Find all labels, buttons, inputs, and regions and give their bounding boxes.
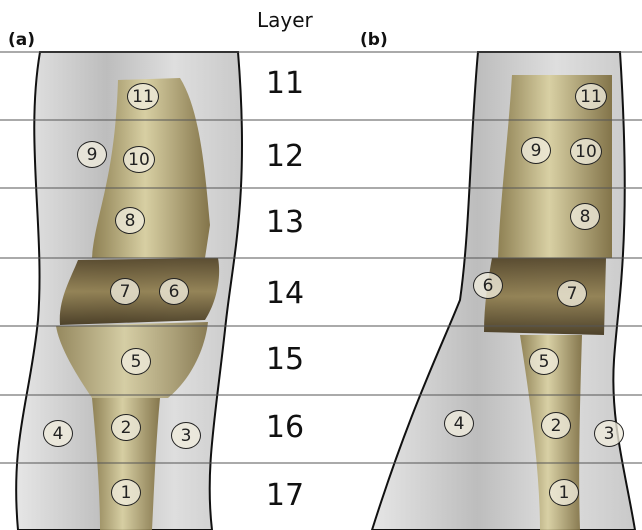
marker-b-11: 11 [575, 83, 607, 110]
marker-a-5: 5 [121, 348, 151, 375]
layer-label-15: 15 [245, 342, 325, 377]
layer-header: Layer [257, 8, 313, 32]
elbow-joint-b [484, 258, 606, 335]
panel-label-a: (a) [8, 30, 35, 50]
layer-label-16: 16 [245, 410, 325, 445]
marker-a-10: 10 [123, 146, 155, 173]
marker-b-5: 5 [529, 348, 559, 375]
marker-a-6: 6 [159, 278, 189, 305]
layer-label-14: 14 [245, 276, 325, 311]
marker-a-11: 11 [127, 83, 159, 110]
marker-b-8: 8 [570, 203, 600, 230]
marker-b-7: 7 [557, 280, 587, 307]
marker-b-10: 10 [570, 138, 602, 165]
layer-label-11: 11 [245, 66, 325, 101]
marker-b-2: 2 [541, 412, 571, 439]
marker-a-1: 1 [111, 479, 141, 506]
marker-b-1: 1 [549, 479, 579, 506]
marker-b-9: 9 [521, 137, 551, 164]
marker-a-8: 8 [115, 207, 145, 234]
layer-label-17: 17 [245, 478, 325, 513]
marker-a-9: 9 [77, 141, 107, 168]
layer-label-12: 12 [245, 139, 325, 174]
layer-label-13: 13 [245, 205, 325, 240]
marker-b-4: 4 [444, 410, 474, 437]
marker-a-3: 3 [171, 422, 201, 449]
panel-label-b: (b) [360, 30, 388, 50]
marker-a-2: 2 [111, 414, 141, 441]
marker-b-6: 6 [473, 272, 503, 299]
marker-a-7: 7 [110, 278, 140, 305]
marker-b-3: 3 [594, 420, 624, 447]
marker-a-4: 4 [43, 420, 73, 447]
